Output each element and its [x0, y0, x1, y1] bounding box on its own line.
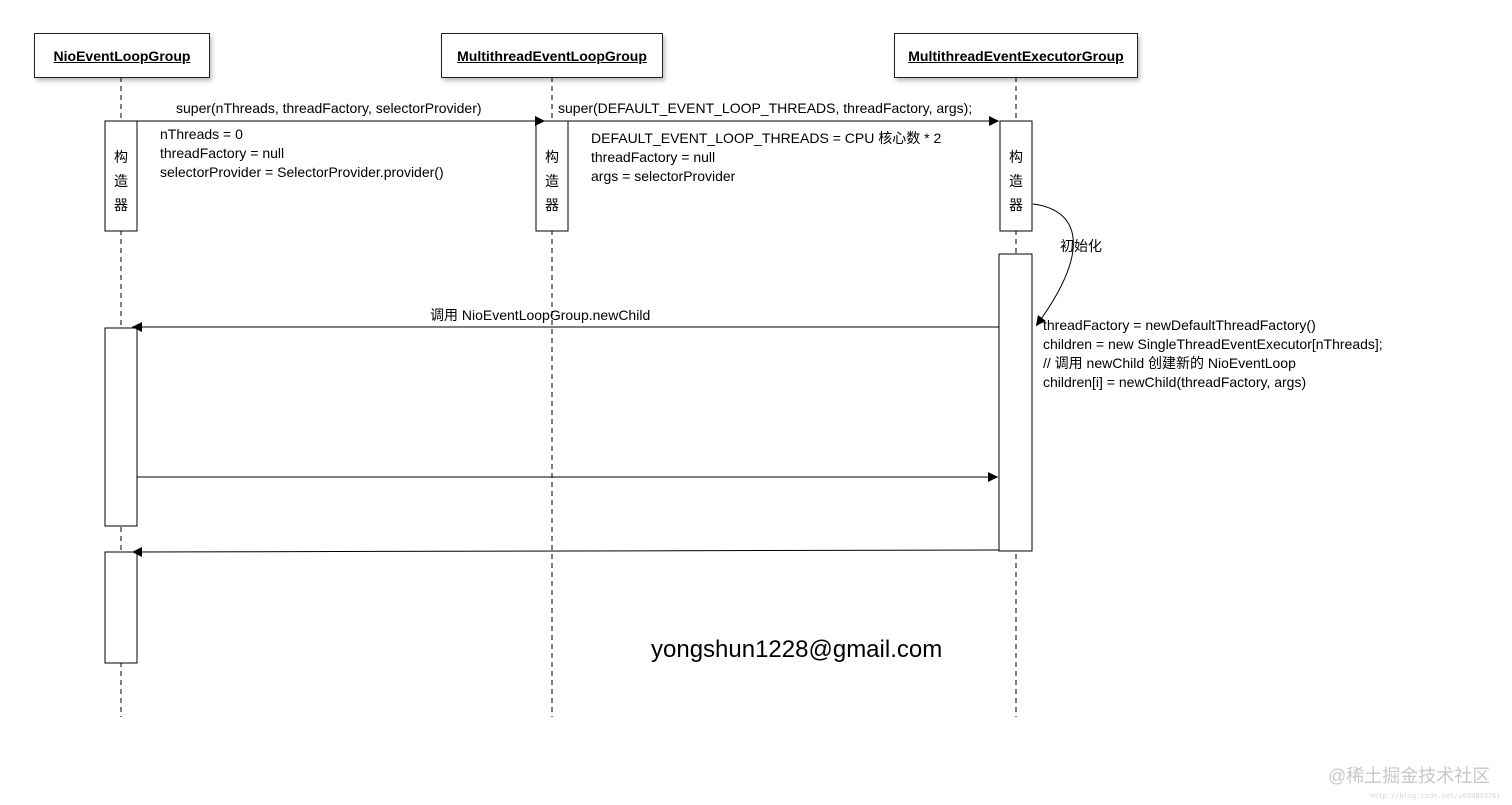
watermark-url: http://blog.csdn.net/u010853261 [1370, 792, 1501, 800]
message-init: 初始化 [1060, 238, 1102, 254]
watermark-text: @稀土掘金技术社区 [1328, 766, 1491, 786]
note-params2: DEFAULT_EVENT_LOOP_THREADS = CPU 核心数 * 2… [591, 130, 942, 184]
activation-init [998, 253, 1033, 552]
arrow-init-curve [1032, 203, 1074, 327]
activation-return [104, 551, 138, 664]
constructor-label-2: 构造器 [545, 149, 559, 213]
constructor-label-1: 构造器 [114, 149, 128, 213]
author-email: yongshun1228@gmail.com [651, 636, 943, 663]
activation-constructor-3 [999, 120, 1033, 232]
message-super1: super(nThreads, threadFactory, selectorP… [176, 100, 482, 116]
note-params1: nThreads = 0 threadFactory = null select… [160, 126, 444, 180]
lifeline-header-multithread-loop-group: MultithreadEventLoopGroup [441, 33, 663, 78]
note-init-code: threadFactory = newDefaultThreadFactory(… [1043, 317, 1383, 390]
lifeline-header-niogroup: NioEventLoopGroup [34, 33, 210, 78]
activation-constructor-2 [535, 120, 569, 232]
message-super2: super(DEFAULT_EVENT_LOOP_THREADS, thread… [558, 100, 973, 116]
lifeline-header-multithread-executor-group: MultithreadEventExecutorGroup [894, 33, 1138, 78]
arrow-final-return [131, 546, 1000, 557]
message-call-newchild: 调用 NioEventLoopGroup.newChild [430, 307, 651, 323]
constructor-label-3: 构造器 [1009, 149, 1023, 213]
activation-constructor-1 [104, 120, 138, 232]
activation-newchild [104, 327, 138, 527]
